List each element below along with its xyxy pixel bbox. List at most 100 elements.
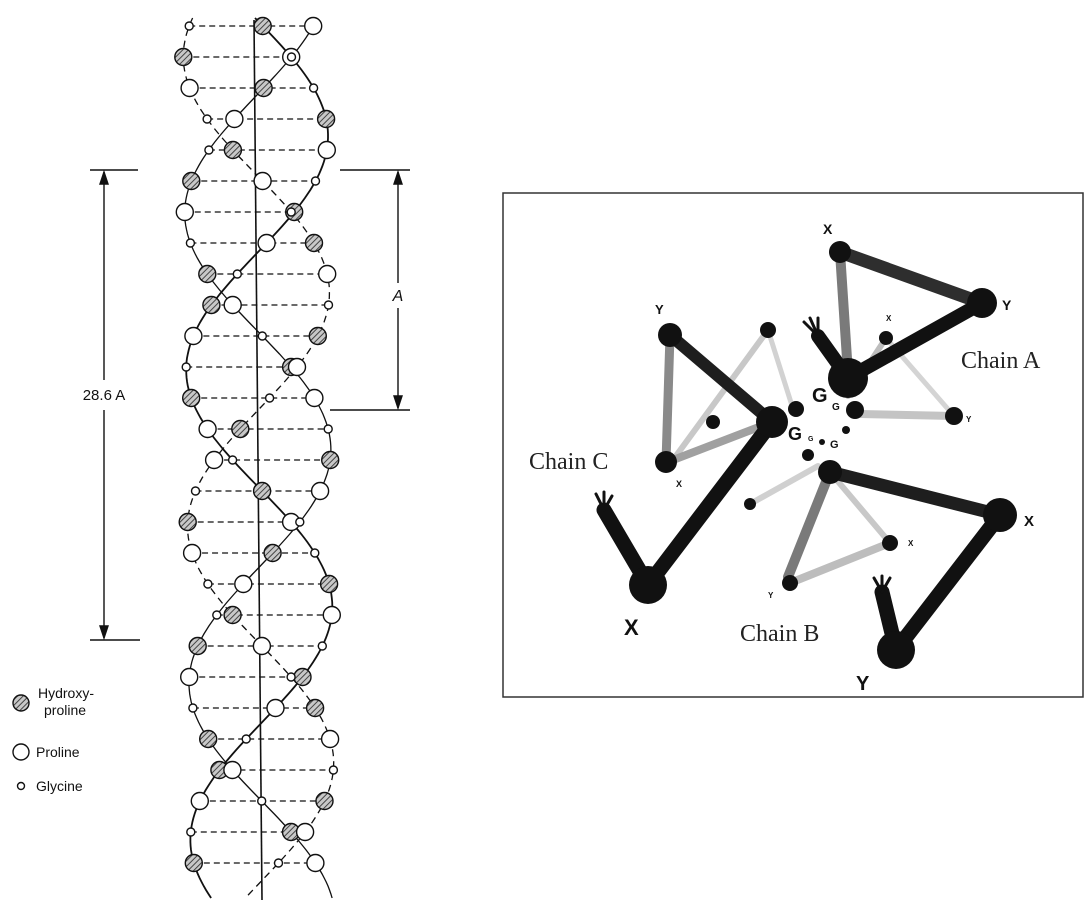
proline-residue [190, 791, 210, 811]
residue-labels: X Y Y X X X Y Y X Y X G G G G G [624, 221, 1034, 695]
hydroxyproline-residue [305, 698, 325, 718]
proline-residue [320, 729, 340, 749]
glycine-residue [241, 734, 251, 744]
proline-residue [306, 853, 325, 873]
proline-residue [223, 295, 242, 315]
chain-ends [594, 316, 892, 594]
hydroxyproline-residue [254, 78, 273, 98]
glycine-residue [308, 83, 319, 93]
pitch-dimension [90, 169, 140, 641]
proline-residue [179, 667, 199, 687]
glycine-residue [212, 610, 222, 620]
pitch-label: 28.6 A [83, 387, 126, 404]
hydroxyproline-residue [198, 729, 218, 749]
hydroxyproline-residue [184, 853, 204, 873]
hydroxyproline-residue [304, 233, 324, 253]
glycine-residue [310, 548, 320, 558]
glycine-residue [295, 517, 305, 527]
label-x-chain-a-small: X [886, 314, 892, 323]
proline-residue [317, 140, 336, 160]
proline-residue [184, 326, 203, 346]
glycine-residue [273, 858, 284, 868]
hydroxyproline-residue [293, 667, 312, 687]
hydroxyproline-residue [181, 388, 201, 408]
chain-a-label: Chain A [961, 348, 1041, 374]
hydroxyproline-residue [223, 140, 243, 160]
atoms [629, 241, 1017, 669]
proline-residue [257, 233, 276, 253]
glycine-residue [264, 393, 275, 403]
chain-c-label: Chain C [529, 449, 608, 475]
helix-legend: Hydroxy- proline Proline Glycine [12, 685, 94, 794]
label-x-chain-a: X [823, 221, 833, 237]
hydroxyproline-residue [263, 543, 282, 563]
hydroxyproline-residue [231, 419, 250, 439]
label-y-chain-a-small: Y [966, 415, 972, 424]
glycine-residue [310, 176, 321, 186]
proline-residue [252, 636, 272, 656]
glycine-residue [257, 796, 267, 806]
hydroxyproline-residue [319, 574, 339, 594]
glycine-residue [286, 52, 297, 62]
hydroxyproline-legend-icon [12, 694, 30, 712]
label-y-chain-a: Y [1002, 297, 1012, 313]
glycine-residue [286, 207, 296, 217]
proline-residue [295, 822, 315, 842]
repeat-label: A [392, 288, 404, 305]
glycine-residue [323, 300, 334, 310]
glycine-residue [203, 579, 213, 589]
label-x-chain-b: X [1024, 513, 1034, 530]
glycine-residue [185, 238, 196, 248]
hydroxyproline-residue [316, 109, 336, 129]
proline-residue [182, 543, 202, 563]
helix-residues [174, 16, 341, 873]
glycine-residue [257, 331, 267, 341]
proline-residue [266, 698, 285, 718]
proline-residue [253, 171, 272, 191]
glycine-residue [204, 145, 214, 155]
proline-residue [322, 605, 341, 625]
proline-residue [310, 481, 330, 501]
glycine-residue [190, 486, 201, 496]
legend-hydroxyproline-label-2: proline [44, 702, 86, 718]
hydroxyproline-residue [188, 636, 207, 656]
hydroxyproline-residue [308, 326, 327, 346]
panel-frame [502, 192, 1084, 698]
hydroxyproline-residue [174, 47, 193, 67]
label-x-chain-c-small: X [676, 479, 682, 489]
glycine-residue [184, 21, 194, 31]
glycine-legend-icon [16, 781, 26, 791]
front-bonds [596, 245, 1008, 658]
glycine-residue [317, 641, 327, 651]
hydroxyproline-residue [198, 264, 217, 284]
glycine-residue [186, 827, 196, 837]
glycine-residue [232, 269, 243, 279]
proline-residue [234, 574, 253, 594]
hydroxyproline-residue [202, 295, 221, 315]
hydroxyproline-residue [178, 512, 197, 532]
collagen-helix-diagram: 28.6 A A Hydroxy- proline Proline Glycin… [12, 16, 410, 901]
glycine-residue [286, 672, 296, 682]
proline-residue [198, 419, 217, 439]
label-y-chain-b: Y [856, 673, 870, 695]
legend-glycine-label: Glycine [36, 778, 83, 794]
proline-residue [175, 202, 195, 222]
glycine-residue [181, 362, 191, 372]
proline-legend-icon [12, 743, 30, 761]
proline-residue [287, 357, 307, 377]
label-g-2: G [788, 424, 802, 444]
hydroxyproline-residue [223, 605, 242, 625]
triple-chain-cross-section: X Y Y X X X Y Y X Y X G G G G G Chain A … [502, 192, 1084, 698]
glycine-residue [227, 455, 238, 465]
proline-residue [225, 109, 244, 129]
hydroxyproline-residue [182, 171, 201, 191]
hydroxyproline-residue [253, 16, 272, 36]
legend-hydroxyproline-label-1: Hydroxy- [38, 685, 94, 701]
label-y-chain-b-small: Y [768, 591, 774, 600]
proline-residue [223, 760, 242, 780]
hydroxyproline-residue [252, 481, 272, 501]
glycine-residue [328, 765, 339, 775]
proline-residue [305, 388, 324, 408]
chain-b-label: Chain B [740, 621, 819, 647]
back-bonds [670, 327, 958, 587]
